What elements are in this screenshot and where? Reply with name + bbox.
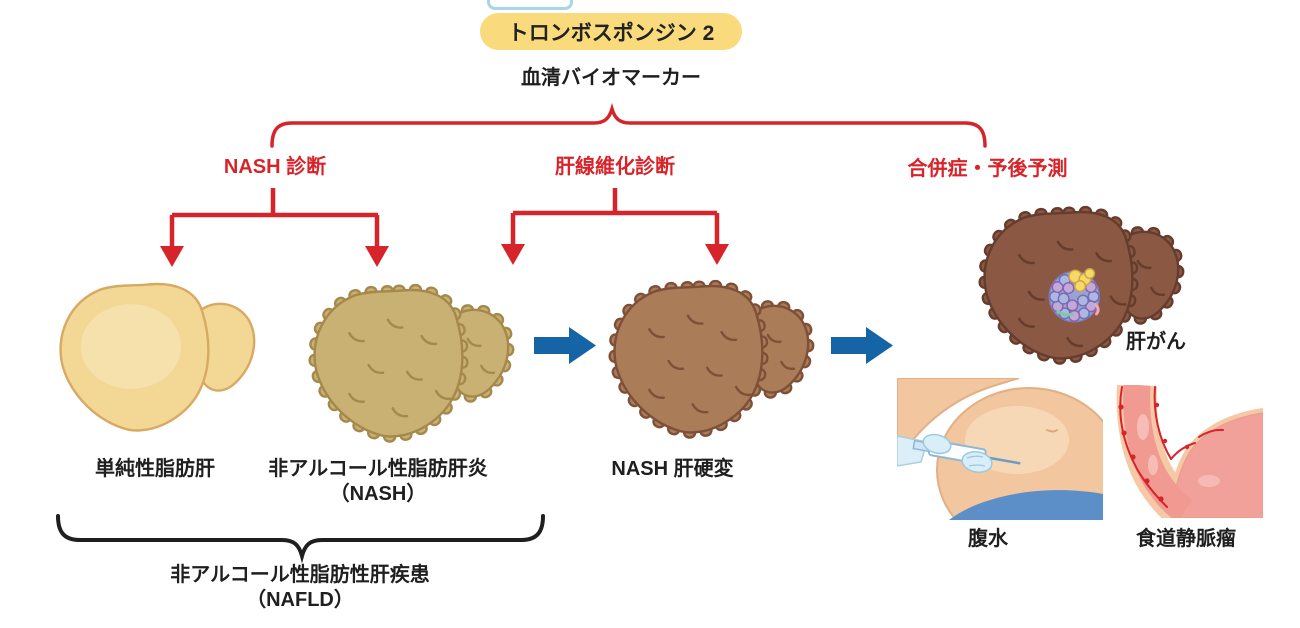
complication-label-varices: 食道静脈瘤 [1136, 528, 1236, 550]
stage-label-nash: 非アルコール性脂肪肝炎 （NASH） [250, 457, 506, 507]
liver-nash-illustration [308, 283, 515, 443]
serum-biomarker-label: 血清バイオマーカー [521, 67, 701, 89]
branch-label-fibrosis-diagnosis: 肝線維化診断 [555, 156, 675, 178]
thrombospondin-badge-label: トロンボスポンジン 2 [507, 21, 715, 45]
stage-label-nash-line1: 非アルコール性脂肪肝炎 [268, 458, 488, 480]
stage-label-cirrhosis: NASH 肝硬変 [611, 458, 734, 480]
liver-simple-steatosis-illustration [59, 282, 256, 432]
branch-label-nash-diagnosis: NASH 診断 [223, 156, 327, 178]
progression-arrow-icon [831, 327, 893, 364]
stage-label-simple-steatosis: 単純性脂肪肝 [95, 458, 215, 480]
nafld-group-brace [56, 514, 545, 564]
down-arrow-icon [160, 246, 184, 267]
thrombospondin-badge: トロンボスポンジン 2 [480, 13, 742, 50]
progression-arrow-icon [534, 327, 596, 364]
stage-label-nash-line2: （NASH） [329, 483, 427, 505]
nafld-group-label: 非アルコール性脂肪性肝疾患 （NAFLD） [115, 563, 485, 613]
liver-texture-marks [1018, 240, 1166, 348]
nafld-group-label-line2: （NAFLD） [246, 589, 354, 611]
down-arrow-icon [705, 244, 729, 265]
liver-cancer-illustration [978, 205, 1185, 365]
varices-bumps [1118, 402, 1190, 502]
liver-texture-marks [348, 318, 496, 418]
liver-cirrhosis-illustration [608, 279, 815, 439]
nafld-group-label-line1: 非アルコール性脂肪性肝疾患 [170, 564, 430, 586]
fibrosis-branch-connector [510, 188, 720, 246]
complication-label-ascites: 腹水 [968, 528, 1008, 550]
clipped-top-box [487, 0, 573, 10]
nash-branch-connector [169, 188, 380, 248]
branch-label-complication-prognosis: 合併症・予後予測 [907, 158, 1068, 180]
esophageal-varices-illustration [1116, 385, 1263, 518]
top-brace [270, 102, 987, 148]
ascites-illustration [897, 378, 1103, 520]
down-arrow-icon [501, 244, 525, 265]
stage-label-liver-cancer: 肝がん [1126, 331, 1186, 353]
down-arrow-icon [365, 246, 389, 267]
liver-texture-marks [648, 314, 796, 414]
gloved-hands [922, 433, 993, 473]
tumor-cluster [1048, 268, 1101, 323]
